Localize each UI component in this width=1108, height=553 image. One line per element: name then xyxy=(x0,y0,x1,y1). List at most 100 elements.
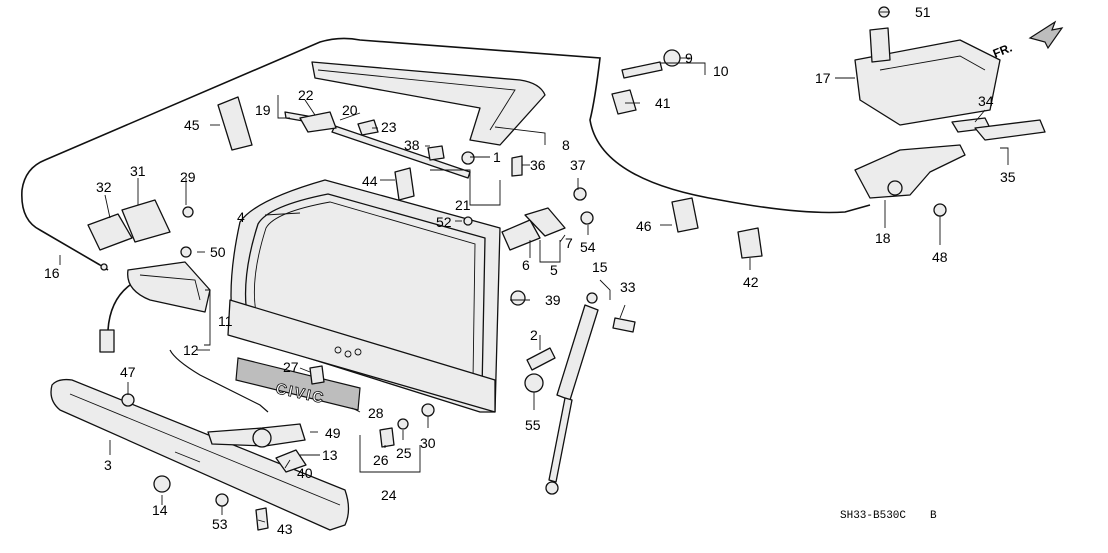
label-30: 30 xyxy=(420,435,436,451)
bracket-35 xyxy=(974,119,1046,141)
label-17: 17 xyxy=(815,70,831,86)
spoiler xyxy=(311,61,546,146)
label-48: 48 xyxy=(932,249,948,265)
label-22: 22 xyxy=(298,87,314,103)
label-45: 45 xyxy=(184,117,200,133)
direction-label: FR. xyxy=(991,41,1014,61)
bracket-31 xyxy=(121,199,171,243)
bolt-36 xyxy=(511,155,523,177)
label-5: 5 xyxy=(550,262,558,278)
label-28: 28 xyxy=(368,405,384,421)
label-18: 18 xyxy=(875,230,891,246)
bushing-2 xyxy=(526,347,556,371)
bolt-47 xyxy=(121,393,135,407)
label-47: 47 xyxy=(120,364,136,380)
label-10: 10 xyxy=(713,63,729,79)
bolt-43 xyxy=(255,507,269,531)
label-40: 40 xyxy=(297,465,313,481)
tray-17 xyxy=(854,27,1001,126)
release-cable xyxy=(21,37,871,266)
clip-22 xyxy=(299,111,337,133)
label-32: 32 xyxy=(96,179,112,195)
label-12: 12 xyxy=(183,342,199,358)
label-53: 53 xyxy=(212,516,228,532)
label-26: 26 xyxy=(373,452,389,468)
handle-45 xyxy=(217,96,253,151)
clip-44 xyxy=(394,167,415,201)
hinge-plate-6 xyxy=(501,219,541,251)
screw-52 xyxy=(463,216,473,226)
label-43: 43 xyxy=(277,521,293,537)
label-11: 11 xyxy=(218,313,233,329)
label-37: 37 xyxy=(570,157,586,173)
label-52: 52 xyxy=(436,214,452,230)
label-19: 19 xyxy=(255,102,271,118)
bolt-37 xyxy=(573,187,587,201)
diagram-code: SH33-B530C xyxy=(840,510,906,522)
label-31: 31 xyxy=(130,163,146,179)
nut-1 xyxy=(461,151,475,165)
clip-42 xyxy=(737,227,763,259)
bracket-32 xyxy=(87,213,133,251)
bolt-33 xyxy=(612,317,636,333)
label-9: 9 xyxy=(685,50,693,66)
label-38: 38 xyxy=(404,137,420,153)
label-16: 16 xyxy=(44,265,60,281)
label-54: 54 xyxy=(580,239,596,255)
label-49: 49 xyxy=(325,425,341,441)
diagram-sheet: B xyxy=(930,510,937,522)
bolt-48 xyxy=(933,203,947,217)
grommet-55 xyxy=(524,373,544,393)
screw-50 xyxy=(180,246,192,258)
tailgate-frame xyxy=(227,179,501,413)
molding-strip xyxy=(331,125,471,179)
clip-38 xyxy=(427,145,445,161)
label-21: 21 xyxy=(455,197,471,213)
label-3: 3 xyxy=(104,457,112,473)
leader-lines xyxy=(59,11,1009,523)
label-24: 24 xyxy=(381,487,397,503)
grommet-9 xyxy=(663,49,681,67)
washer-25 xyxy=(397,418,409,430)
label-14: 14 xyxy=(152,502,168,518)
cable-end-10 xyxy=(621,61,663,79)
label-35: 35 xyxy=(1000,169,1016,185)
label-55: 55 xyxy=(525,417,541,433)
label-33: 33 xyxy=(620,279,636,295)
label-15: 15 xyxy=(592,259,608,275)
label-7: 7 xyxy=(565,235,573,251)
label-39: 39 xyxy=(545,292,561,308)
latch-assembly xyxy=(99,261,211,353)
label-13: 13 xyxy=(322,447,338,463)
lock-rod xyxy=(169,349,269,413)
label-46: 46 xyxy=(636,218,652,234)
label-44: 44 xyxy=(362,173,378,189)
label-51: 51 xyxy=(915,4,931,20)
nut-39 xyxy=(510,290,526,306)
gas-strut xyxy=(545,292,599,495)
label-41: 41 xyxy=(655,95,671,111)
bolt-29 xyxy=(182,206,194,218)
clip-23 xyxy=(357,119,379,136)
label-36: 36 xyxy=(530,157,546,173)
label-29: 29 xyxy=(180,169,196,185)
rear-bumper xyxy=(50,378,350,531)
label-4: 4 xyxy=(237,209,245,225)
label-50: 50 xyxy=(210,244,226,260)
washer-54 xyxy=(580,211,594,225)
label-2: 2 xyxy=(530,327,538,343)
grommet-14 xyxy=(153,475,171,493)
label-42: 42 xyxy=(743,274,759,290)
clip-27 xyxy=(309,365,325,385)
part-number-labels: 1 2 3 4 5 6 7 8 9 10 11 12 13 14 15 16 1… xyxy=(44,4,1016,537)
label-27: 27 xyxy=(283,359,299,375)
lock-cylinder xyxy=(207,423,307,473)
label-23: 23 xyxy=(381,119,397,135)
label-20: 20 xyxy=(342,102,358,118)
label-1: 1 xyxy=(493,149,501,165)
clip-41 xyxy=(611,89,637,115)
clip-46 xyxy=(671,197,699,233)
hinge-plate-7 xyxy=(524,207,566,237)
clip-30 xyxy=(421,403,435,417)
